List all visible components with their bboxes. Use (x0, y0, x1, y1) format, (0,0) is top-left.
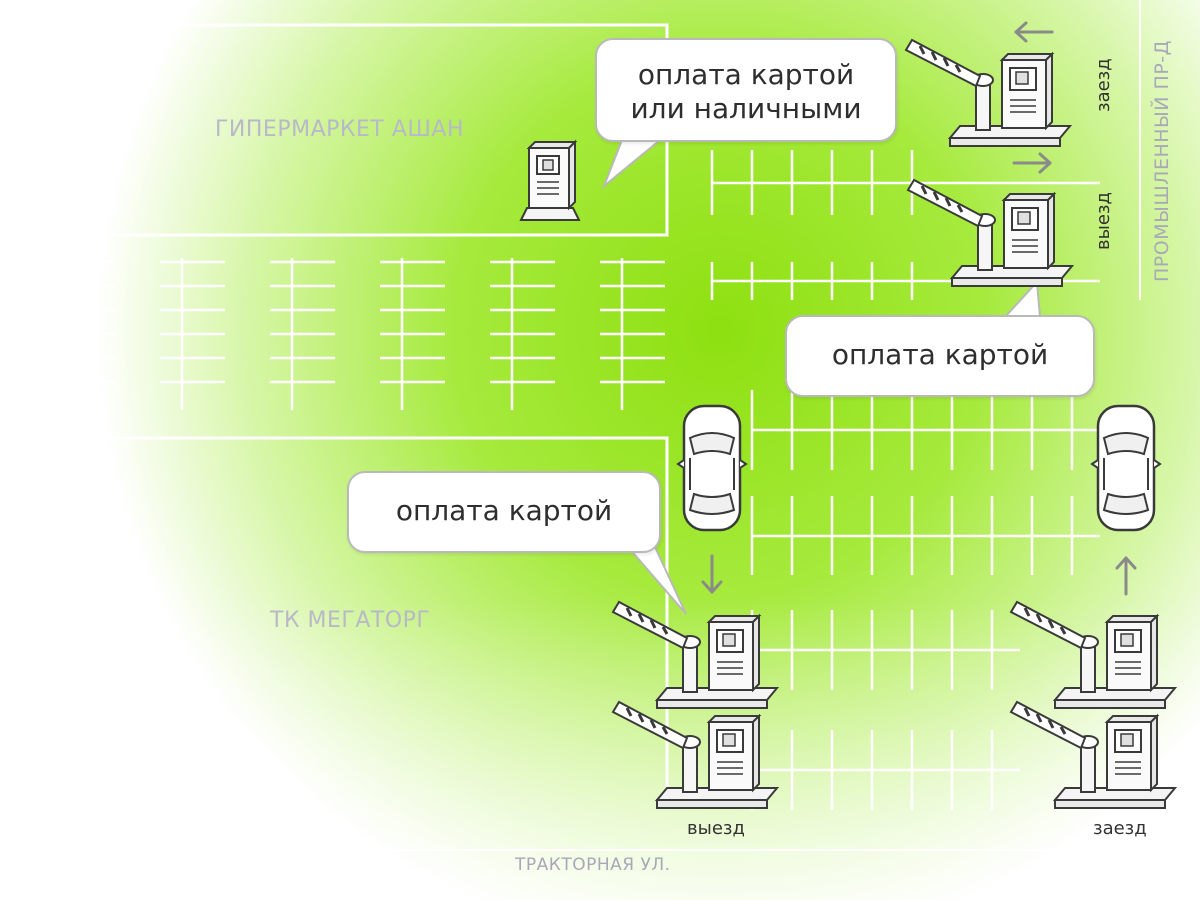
label-right-entry: заезд (1093, 58, 1114, 112)
label-bottom-left: выезд (687, 818, 745, 839)
label-right-exit: выезд (1093, 192, 1114, 250)
payment-terminal-icon (520, 141, 580, 221)
payment-bubble-terminal: оплата картой или наличными (595, 38, 897, 142)
mall-name: ТК МЕГАТОРГ (270, 608, 431, 633)
bubble-text: оплата картой (395, 494, 613, 527)
parking-markings-right (710, 150, 1100, 810)
arrow-up-icon (1115, 556, 1137, 596)
arrow-down-icon (701, 554, 723, 594)
mall-outline (30, 436, 669, 800)
label-bottom-right: заезд (1093, 818, 1147, 839)
car-icon (1090, 404, 1162, 532)
car-icon (676, 404, 748, 532)
payment-bubble-right-exit: оплата картой (785, 315, 1095, 397)
bubble-tail-left (627, 546, 687, 615)
hypermarket-name: ГИПЕРМАРКЕТ АШАН (215, 117, 465, 142)
bubble-text: оплата картой (831, 338, 1049, 371)
hypermarket-outline (48, 23, 669, 237)
parking-markings-left (50, 258, 665, 410)
bubble-tail-top (601, 139, 661, 190)
street-right-name: ПРОМЫШЛЕННЫЙ ПР-Д (1151, 39, 1173, 282)
street-bottom-name: ТРАКТОРНАЯ УЛ. (515, 855, 671, 875)
bubble-line-2: или наличными (630, 92, 862, 125)
arrow-left-icon (1014, 21, 1054, 43)
payment-bubble-left-exit: оплата картой (347, 471, 661, 553)
bubble-line-1: оплата картой (637, 58, 855, 91)
arrow-right-icon (1012, 152, 1052, 174)
